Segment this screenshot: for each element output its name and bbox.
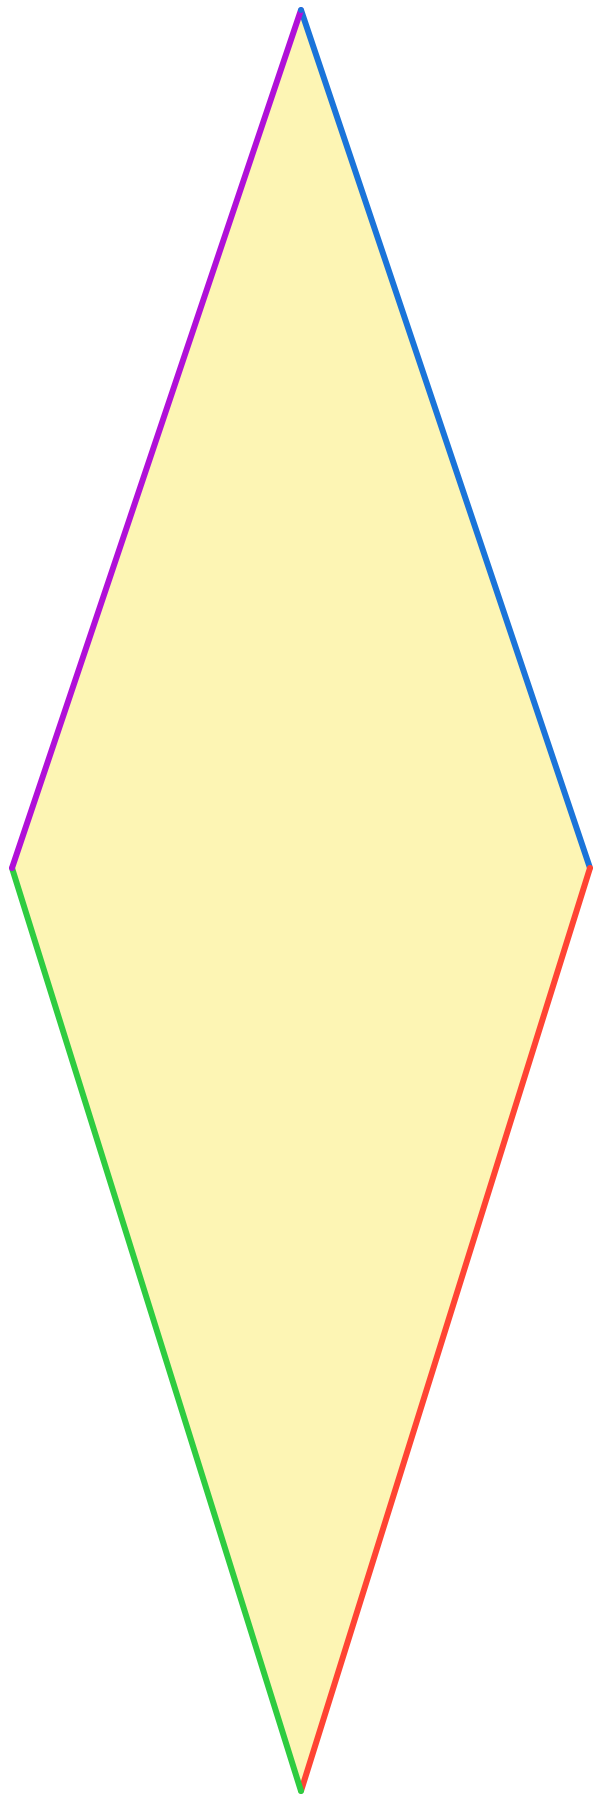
- left-top-edge: [9, 7, 304, 871]
- bottom-left-edge: [9, 865, 304, 1794]
- rhombus-edges: [9, 7, 593, 1794]
- top-right-edge: [298, 7, 593, 871]
- rhombus-fill: [12, 10, 590, 1791]
- vertex-left: [9, 865, 15, 871]
- vertex-right: [587, 865, 593, 871]
- vertex-top: [298, 7, 304, 13]
- vertex-bottom: [298, 1788, 304, 1794]
- right-bottom-edge: [298, 865, 593, 1794]
